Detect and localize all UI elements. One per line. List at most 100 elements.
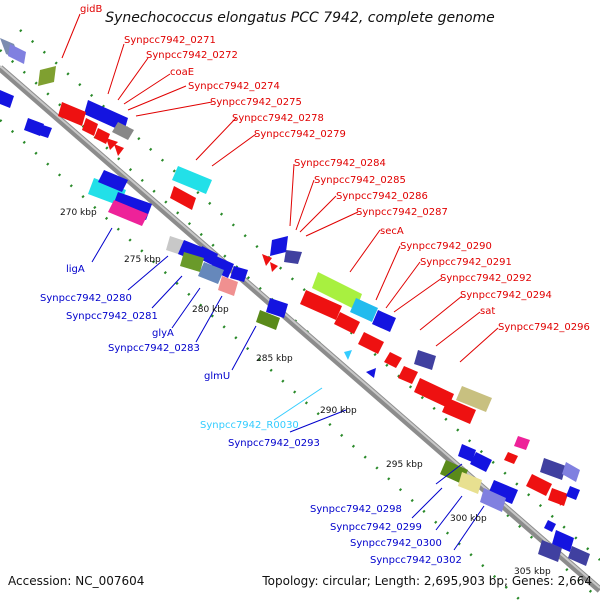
gene-block[interactable] — [218, 276, 238, 296]
gene-block[interactable] — [94, 128, 110, 144]
gene-label[interactable]: Synpcc7942_0291 — [420, 257, 512, 268]
gene-block[interactable] — [562, 462, 580, 482]
scale-label: 285 kbp — [256, 354, 293, 364]
gene-block[interactable] — [256, 310, 280, 330]
gene-block[interactable] — [372, 310, 396, 332]
feature-arrow[interactable] — [262, 254, 272, 266]
gene-label[interactable]: Synpcc7942_0278 — [232, 113, 324, 124]
gene-block[interactable] — [566, 486, 580, 500]
gene-block[interactable] — [540, 458, 566, 480]
feature-arrow[interactable] — [106, 138, 118, 150]
scale-label: 275 kbp — [124, 255, 161, 265]
gene-label[interactable]: secA — [380, 226, 404, 237]
gene-label[interactable]: Synpcc7942_0296 — [498, 322, 590, 333]
rna-leader — [273, 387, 323, 421]
gene-label[interactable]: Synpcc7942_0286 — [336, 191, 428, 202]
gene-block[interactable] — [344, 350, 352, 360]
scale-label: 290 kbp — [320, 406, 357, 416]
gene-label[interactable]: Synpcc7942_0284 — [294, 158, 386, 169]
gene-label[interactable]: Synpcc7942_0285 — [314, 175, 406, 186]
gene-block[interactable] — [312, 272, 362, 310]
gene-label[interactable]: Synpcc7942_0290 — [400, 241, 492, 252]
gene-label[interactable]: Synpcc7942_0274 — [188, 81, 280, 92]
gene-block[interactable] — [456, 386, 492, 412]
gene-label[interactable]: Synpcc7942_0298 — [310, 504, 402, 515]
gene-block[interactable] — [458, 444, 476, 462]
gene-block[interactable] — [36, 124, 52, 138]
gene-block[interactable] — [544, 520, 556, 532]
feature-arrow[interactable] — [270, 262, 278, 272]
gene-block[interactable] — [198, 246, 218, 266]
gene-label[interactable]: Synpcc7942_0271 — [124, 35, 216, 46]
gene-block[interactable] — [108, 200, 148, 226]
gene-block[interactable] — [230, 266, 248, 282]
gene-label[interactable]: Synpcc7942_0293 — [228, 438, 320, 449]
gene-block[interactable] — [38, 66, 56, 86]
gene-block[interactable] — [58, 102, 86, 126]
gene-block[interactable] — [488, 480, 518, 504]
gene-label[interactable]: sat — [480, 306, 495, 317]
gene-block[interactable] — [442, 398, 476, 424]
reverse-leaders — [91, 227, 485, 551]
gene-block[interactable] — [170, 186, 196, 210]
gene-block[interactable] — [334, 312, 360, 334]
gene-block[interactable] — [414, 350, 436, 370]
scale-label: 305 kbp — [514, 567, 551, 577]
gene-block[interactable] — [458, 472, 482, 494]
gene-block[interactable] — [82, 118, 98, 136]
gene-label[interactable]: glyA — [152, 328, 174, 339]
gene-label[interactable]: Synpcc7942_0302 — [370, 555, 462, 566]
gene-block[interactable] — [398, 366, 418, 384]
gene-block[interactable] — [284, 250, 302, 264]
gene-label[interactable]: Synpcc7942_0280 — [40, 293, 132, 304]
gene-block[interactable] — [358, 332, 384, 354]
scale-label: 300 kbp — [450, 514, 487, 524]
gene-label[interactable]: glmU — [204, 371, 230, 382]
gene-block[interactable] — [266, 298, 288, 318]
gene-label[interactable]: gidB — [80, 4, 102, 15]
gene-block[interactable] — [568, 546, 590, 566]
gene-label[interactable]: Synpcc7942_0294 — [460, 290, 552, 301]
gene-block[interactable] — [504, 452, 518, 464]
gene-label[interactable]: Synpcc7942_R0030 — [200, 420, 299, 431]
gene-block[interactable] — [538, 540, 562, 562]
gene-block[interactable] — [198, 262, 224, 284]
gene-block[interactable] — [526, 474, 552, 496]
gene-block[interactable] — [112, 122, 134, 140]
gene-label[interactable]: Synpcc7942_0300 — [350, 538, 442, 549]
reverse-genes — [0, 90, 590, 566]
gene-block[interactable] — [552, 530, 574, 552]
feature-arrow[interactable] — [558, 494, 566, 506]
gene-block[interactable] — [0, 90, 14, 108]
track-guides — [0, 29, 600, 600]
gene-block[interactable] — [480, 488, 506, 512]
gene-block[interactable] — [414, 378, 454, 408]
gene-block[interactable] — [270, 236, 288, 256]
gene-label[interactable]: Synpcc7942_0292 — [440, 273, 532, 284]
gene-label[interactable]: Synpcc7942_0275 — [210, 97, 302, 108]
gene-label[interactable]: Synpcc7942_0272 — [146, 50, 238, 61]
gene-label[interactable]: Synpcc7942_0299 — [330, 522, 422, 533]
gene-block[interactable] — [8, 44, 26, 64]
gene-label[interactable]: Synpcc7942_0287 — [356, 207, 448, 218]
scale-label: 295 kbp — [386, 460, 423, 470]
gene-block[interactable] — [470, 452, 492, 472]
gene-block[interactable] — [514, 436, 530, 450]
gene-block[interactable] — [366, 368, 376, 378]
forward-genes — [0, 38, 580, 506]
gene-label[interactable]: coaE — [170, 67, 194, 78]
feature-arrow[interactable] — [114, 144, 124, 156]
gene-block[interactable] — [548, 488, 568, 506]
gene-block[interactable] — [180, 252, 204, 272]
gene-label[interactable]: Synpcc7942_0279 — [254, 129, 346, 140]
gene-label[interactable]: Synpcc7942_0283 — [108, 343, 200, 354]
gene-block[interactable] — [350, 298, 378, 322]
gene-label[interactable]: Synpcc7942_0281 — [66, 311, 158, 322]
gene-block[interactable] — [384, 352, 402, 368]
gene-label[interactable]: ligA — [66, 264, 85, 275]
gene-block[interactable] — [98, 170, 128, 192]
gene-block[interactable] — [300, 290, 342, 320]
gene-block[interactable] — [172, 166, 212, 194]
